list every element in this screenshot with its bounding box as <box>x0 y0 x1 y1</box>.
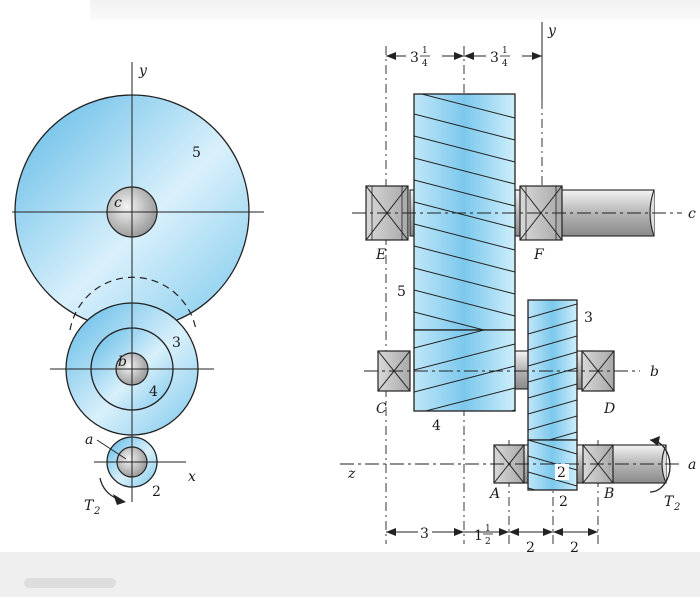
bearing-B-label: B <box>603 486 614 502</box>
bottom-dim-arrow-2 <box>454 528 464 536</box>
end-shaft-b-label: b <box>118 354 127 370</box>
bearing-F-label: F <box>533 247 545 263</box>
side-shaft-c-label: c <box>688 206 696 222</box>
bottom-dim-arrow-6 <box>553 528 563 536</box>
bottom-dim-arrow-7 <box>588 528 598 536</box>
end-gear5-label: 5 <box>192 145 201 161</box>
gear4-side <box>413 329 516 412</box>
end-axis-x-label: x <box>188 469 196 485</box>
side-shaft-b-label: b <box>650 364 659 380</box>
bottom-dim-arrow-5 <box>543 528 553 536</box>
bottom-margin-band <box>0 552 700 597</box>
bottom-dim-1-whole: 1 <box>474 528 483 544</box>
end-gear4-label: 4 <box>149 384 158 400</box>
side-gear2-bg <box>555 464 569 480</box>
top-dim-arrow-3 <box>464 52 474 60</box>
bottom-dim-arrow-3 <box>499 528 509 536</box>
bearing-C-label: C <box>376 401 387 417</box>
torque-arrowhead-right <box>650 436 660 446</box>
bearing-E-label: E <box>375 247 386 263</box>
bottom-dim-2a: 2 <box>526 540 535 556</box>
side-shaft-a-label: a <box>688 457 696 473</box>
bottom-dim-2b: 2 <box>570 540 579 556</box>
side-gear5-label: 5 <box>397 284 406 300</box>
gear5-side <box>413 93 516 331</box>
top-dim-arrow-4 <box>532 52 542 60</box>
end-torque-subscript: 2 <box>93 506 100 517</box>
side-axis-z-label: z <box>347 466 356 482</box>
top-dim-left-den: 4 <box>422 59 428 69</box>
end-view: y x 5 3 4 2 c b a T 2 <box>12 62 264 517</box>
side-gear2-upper-label: 2 <box>557 465 566 481</box>
top-dim-left-num: 1 <box>422 46 428 56</box>
bottom-dim-3: 3 <box>420 526 429 542</box>
top-dim-right-den: 4 <box>502 59 508 69</box>
top-dim-right-num: 1 <box>502 46 508 56</box>
leader-a <box>96 439 127 460</box>
gear4-helix-lines <box>414 330 515 411</box>
top-dim-arrow-1 <box>386 52 396 60</box>
side-gear4-label: 4 <box>432 418 441 434</box>
bottom-dim-arrow-1 <box>386 528 396 536</box>
torque-arrowhead-left <box>113 494 126 505</box>
bearing-D-label: D <box>603 401 615 417</box>
end-shaft-c-label: c <box>114 195 122 211</box>
gear5-helix-lines <box>414 94 515 330</box>
end-axis-y-label: y <box>138 63 148 79</box>
end-torque-label: T <box>84 498 95 514</box>
bottom-dim-frac-num: 1 <box>485 524 491 534</box>
side-torque-label: T <box>664 494 675 510</box>
gear3-helix-lines <box>528 303 577 440</box>
top-margin-band <box>90 0 700 20</box>
end-shaft-a-label: a <box>85 432 93 448</box>
side-view: y <box>340 22 696 556</box>
bottom-dim-arrow-4 <box>509 528 519 536</box>
bottom-dim-bg-1 <box>418 524 432 542</box>
top-dim-left-whole: 3 <box>410 50 419 66</box>
side-gear3-label: 3 <box>584 310 593 326</box>
top-dim-arrow-2 <box>454 52 464 60</box>
bearing-A-label: A <box>488 486 500 502</box>
end-gear2-label: 2 <box>152 484 161 500</box>
side-axis-y-label: y <box>547 23 557 39</box>
gear3-dashed-arc <box>69 276 197 331</box>
top-dim-right-whole: 3 <box>490 50 499 66</box>
side-gear2-lower-label: 2 <box>559 494 568 510</box>
side-torque-subscript: 2 <box>673 502 680 513</box>
blurred-caption <box>24 578 116 588</box>
bottom-dim-frac-den: 2 <box>485 537 491 547</box>
end-gear3-label: 3 <box>172 335 181 351</box>
